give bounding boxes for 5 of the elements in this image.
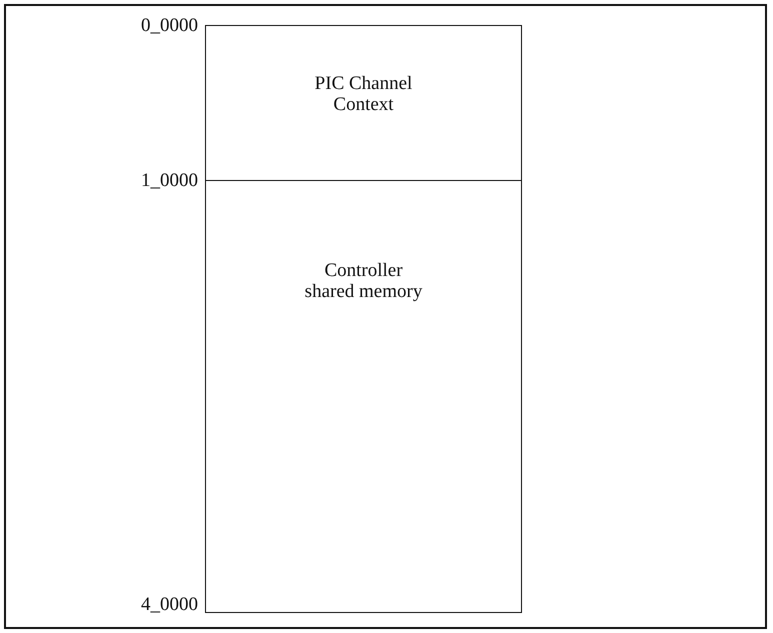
memory-region: PIC Channel Context (205, 25, 522, 181)
address-label: 1_0000 (140, 171, 198, 190)
memory-region: Controller shared memory (205, 180, 522, 613)
address-label: 0_0000 (140, 16, 198, 35)
address-label: 4_0000 (140, 595, 198, 614)
